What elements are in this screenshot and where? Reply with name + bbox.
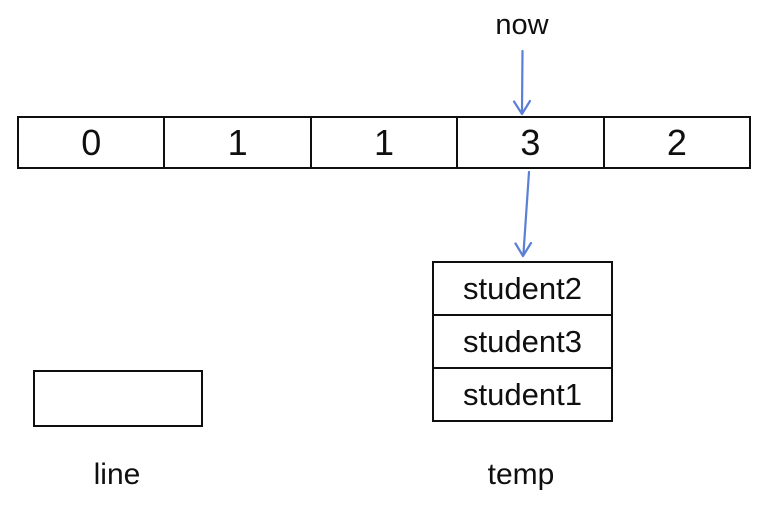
array-cell-0: 0 [81,121,102,163]
array-cell-4: 2 [602,118,749,167]
now-arrow-shaft [520,49,524,114]
stack-item-middle: student3 [434,314,611,367]
now-pointer-label: now [495,9,549,41]
array-to-stack-arrow-head-icon [514,241,533,258]
array-row: 0 1 1 3 2 [17,116,751,169]
array-to-stack-arrow-shaft [522,170,531,255]
now-arrow-head-icon [512,99,532,116]
line-label: line [93,458,141,491]
array-cell-3: 3 [456,118,602,167]
line-box [33,370,203,427]
stack-item-bottom: student1 [434,367,611,420]
temp-stack: student2 student3 student1 [432,261,613,422]
temp-label: temp [487,458,555,491]
array-cell-1: 1 [163,118,309,167]
array-cell-2: 1 [309,118,456,167]
stack-item-top: student2 [463,270,582,306]
